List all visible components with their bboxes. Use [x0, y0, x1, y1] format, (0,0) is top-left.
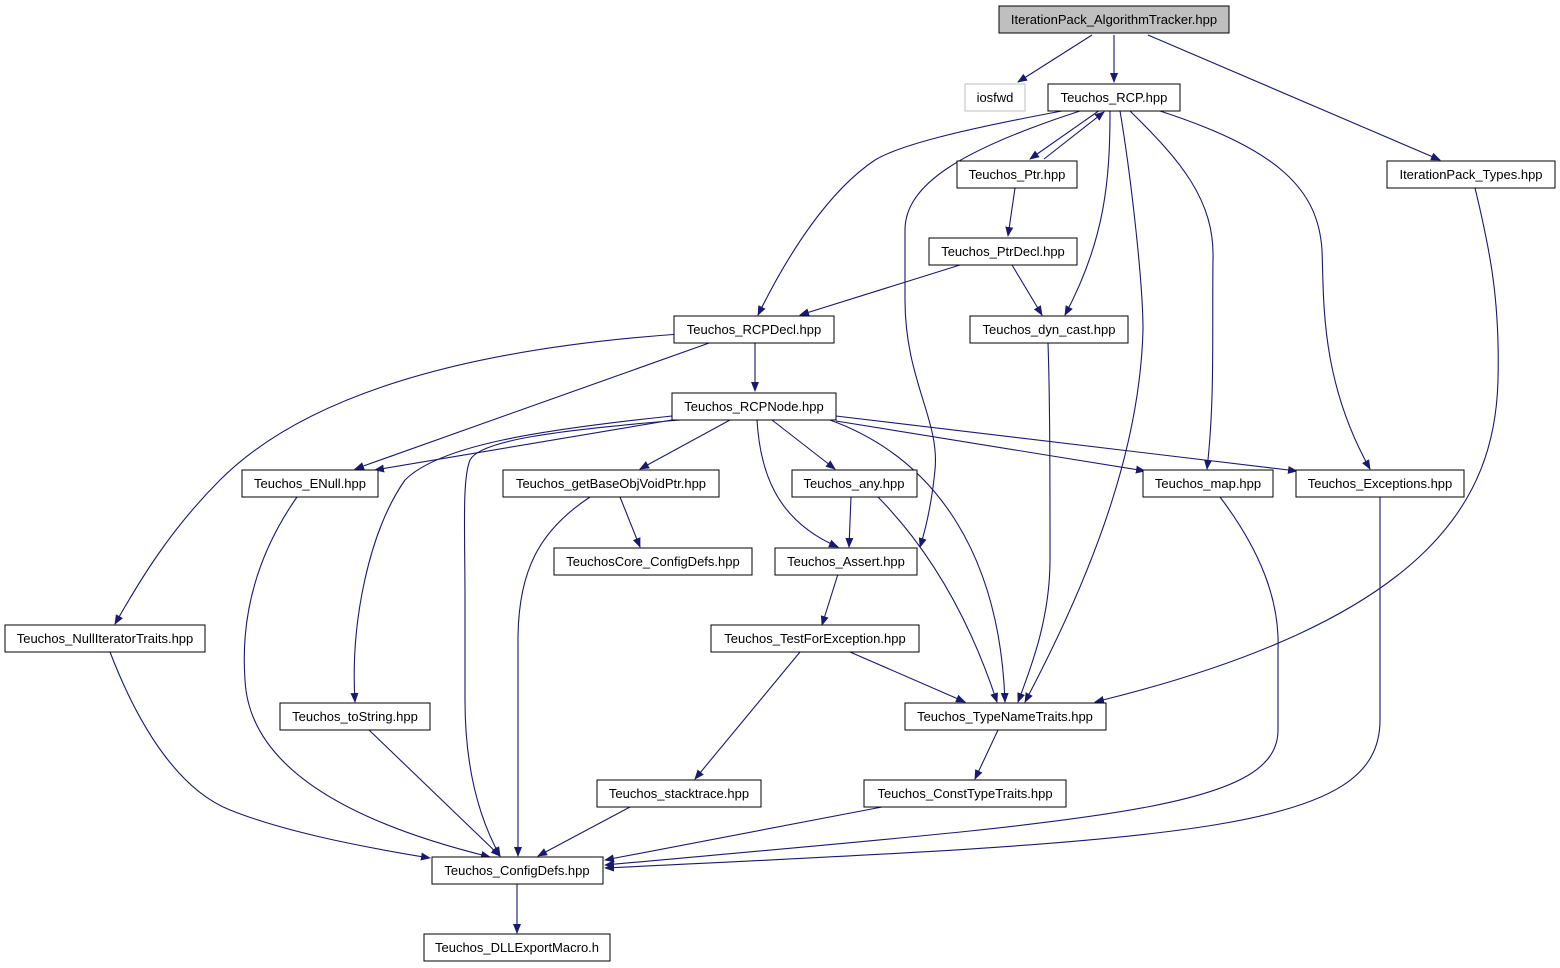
edge-ptrdecl-rcpdecl — [799, 264, 961, 317]
edge-exceptions-configdefs — [604, 497, 1381, 872]
edge-rcp-assert — [904, 110, 1081, 548]
edge-rcp-rcpdecl — [757, 110, 1063, 316]
node-label: Teuchos_toString.hpp — [292, 709, 418, 724]
edge-enull-configdefs — [243, 496, 491, 859]
edge-rcpnode-getbase — [639, 419, 731, 470]
edge-consttype-configdefs — [604, 806, 883, 863]
edge-root-iptypes — [1147, 34, 1441, 161]
node-teuchos-consttypetraits[interactable]: Teuchos_ConstTypeTraits.hpp — [863, 779, 1067, 808]
edge-rcp-dyncast — [1064, 110, 1111, 316]
node-teuchos-ptrdecl[interactable]: Teuchos_PtrDecl.hpp — [928, 237, 1078, 266]
node-label: Teuchos_ConstTypeTraits.hpp — [877, 786, 1052, 801]
edge-dyncast-typename — [1017, 342, 1051, 703]
node-label: Teuchos_TypeNameTraits.hpp — [917, 709, 1093, 724]
node-teuchos-getbaseobjvoidptr[interactable]: Teuchos_getBaseObjVoidPtr.hpp — [502, 469, 720, 498]
node-label: iosfwd — [977, 90, 1014, 105]
node-teuchos-testforexception[interactable]: Teuchos_TestForException.hpp — [710, 624, 920, 653]
edge-map-configdefs — [604, 496, 1279, 869]
node-teuchoscore-configdefs[interactable]: TeuchosCore_ConfigDefs.hpp — [553, 547, 753, 576]
node-label: Teuchos_TestForException.hpp — [724, 631, 905, 646]
edge-rcp-exceptions — [1159, 110, 1371, 470]
edge-rcpdecl-nulliter — [114, 333, 681, 625]
node-label: Teuchos_RCPDecl.hpp — [687, 322, 821, 337]
node-label: Teuchos_Assert.hpp — [787, 554, 905, 569]
node-teuchos-tostring[interactable]: Teuchos_toString.hpp — [279, 702, 431, 731]
edge-rcpnode-typename — [829, 419, 1009, 703]
node-label: Teuchos_RCP.hpp — [1061, 90, 1168, 105]
edge-rcp-ptr — [1029, 109, 1101, 160]
edge-rcpnode-tostring — [350, 415, 673, 703]
edge-rcp-typename — [1024, 110, 1144, 703]
node-teuchos-configdefs[interactable]: Teuchos_ConfigDefs.hpp — [431, 856, 604, 885]
node-teuchos-typenametraits[interactable]: Teuchos_TypeNameTraits.hpp — [904, 702, 1107, 731]
dependency-edges — [109, 34, 1499, 934]
edge-rcpnode-configdefs — [463, 419, 681, 857]
node-label: IterationPack_Types.hpp — [1399, 167, 1542, 182]
node-teuchos-rcp[interactable]: Teuchos_RCP.hpp — [1047, 83, 1181, 112]
edge-any-assert — [845, 496, 854, 548]
node-label: Teuchos_map.hpp — [1155, 476, 1261, 491]
node-teuchos-ptr[interactable]: Teuchos_Ptr.hpp — [956, 160, 1078, 189]
node-label: Teuchos_dyn_cast.hpp — [983, 322, 1116, 337]
node-label: Teuchos_stacktrace.hpp — [609, 786, 749, 801]
edge-tostring-configdefs — [367, 728, 501, 857]
edge-root-iosfwd — [1017, 34, 1093, 83]
edge-testforex-stacktrace — [694, 651, 801, 780]
edge-typename-consttype — [974, 729, 999, 780]
edge-rcpnode-exceptions — [835, 415, 1298, 474]
node-teuchos-stacktrace[interactable]: Teuchos_stacktrace.hpp — [596, 779, 762, 808]
node-label: Teuchos_RCPNode.hpp — [684, 399, 823, 414]
node-label: Teuchos_NullIteratorTraits.hpp — [17, 631, 194, 646]
node-label: IterationPack_AlgorithmTracker.hpp — [1011, 12, 1217, 27]
edge-rcpdecl-enull — [354, 341, 713, 470]
node-label: Teuchos_any.hpp — [804, 476, 905, 491]
node-teuchos-any[interactable]: Teuchos_any.hpp — [791, 469, 918, 498]
node-label: Teuchos_getBaseObjVoidPtr.hpp — [516, 476, 706, 491]
edge-testforex-typename — [849, 651, 966, 703]
edge-rcpnode-map — [835, 420, 1146, 474]
node-teuchos-assert[interactable]: Teuchos_Assert.hpp — [774, 547, 918, 576]
file-nodes: IterationPack_AlgorithmTracker.hpp iosfw… — [4, 5, 1556, 962]
node-iterationpack-types[interactable]: IterationPack_Types.hpp — [1386, 160, 1556, 189]
node-label: Teuchos_Ptr.hpp — [969, 167, 1066, 182]
node-label: Teuchos_ConfigDefs.hpp — [444, 863, 589, 878]
node-label: Teuchos_DLLExportMacro.h — [435, 940, 599, 955]
edge-ptr-ptrdecl — [1005, 187, 1016, 237]
edge-nulliter-configdefs — [109, 651, 431, 861]
node-teuchos-exceptions[interactable]: Teuchos_Exceptions.hpp — [1295, 469, 1465, 498]
node-label: TeuchosCore_ConfigDefs.hpp — [566, 554, 739, 569]
edge-assert-testforex — [820, 573, 839, 626]
node-teuchos-nulliteratortraits[interactable]: Teuchos_NullIteratorTraits.hpp — [4, 624, 206, 653]
edge-rcpnode-assert — [756, 419, 839, 548]
edge-any-typename — [877, 496, 998, 703]
edge-stacktrace-configdefs — [537, 806, 631, 857]
edge-rcp-map — [1129, 110, 1214, 470]
node-iterationpack-algorithmtracker[interactable]: IterationPack_AlgorithmTracker.hpp — [998, 5, 1230, 34]
node-teuchos-dllexportmacro[interactable]: Teuchos_DLLExportMacro.h — [423, 933, 611, 962]
node-label: Teuchos_Exceptions.hpp — [1308, 476, 1453, 491]
edge-ptr-rcp — [1043, 111, 1105, 160]
node-teuchos-rcpnode[interactable]: Teuchos_RCPNode.hpp — [671, 392, 837, 421]
edge-getbase-coreconfig — [619, 496, 641, 548]
node-iosfwd[interactable]: iosfwd — [964, 83, 1026, 112]
edge-getbase-configdefs — [514, 496, 591, 857]
node-teuchos-rcpdecl[interactable]: Teuchos_RCPDecl.hpp — [673, 315, 835, 344]
node-teuchos-enull[interactable]: Teuchos_ENull.hpp — [241, 469, 379, 498]
edge-rcpnode-any — [771, 419, 836, 470]
node-label: Teuchos_PtrDecl.hpp — [941, 244, 1065, 259]
edge-ptrdecl-dyncast — [1011, 264, 1043, 316]
node-teuchos-dyn-cast[interactable]: Teuchos_dyn_cast.hpp — [969, 315, 1129, 344]
edge-rcpnode-enull — [374, 419, 673, 473]
edge-iptypes-typename — [1094, 187, 1499, 704]
node-teuchos-map[interactable]: Teuchos_map.hpp — [1142, 469, 1274, 498]
node-label: Teuchos_ENull.hpp — [254, 476, 366, 491]
